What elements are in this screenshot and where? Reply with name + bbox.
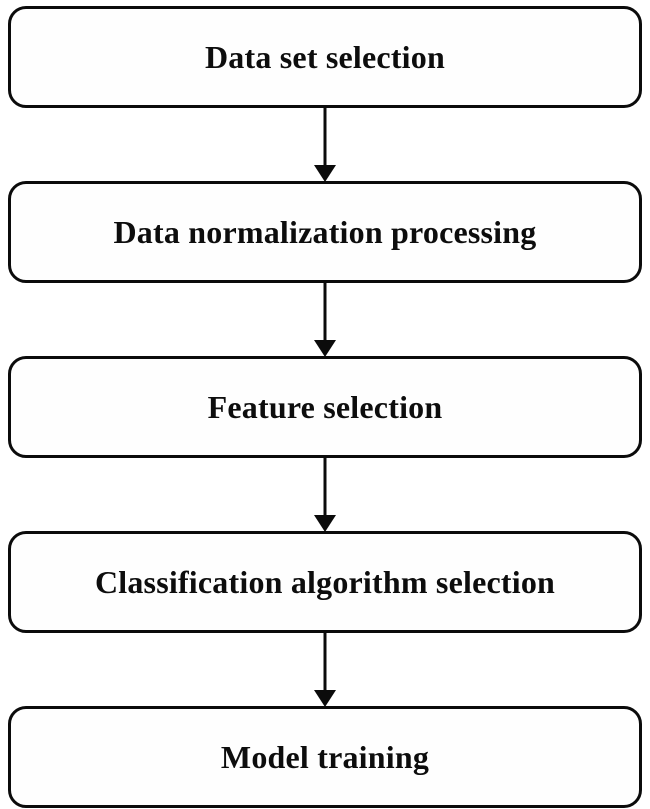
down-arrow-icon: [314, 458, 336, 532]
flow-step-data-set-selection: Data set selection: [8, 6, 642, 108]
down-arrow-icon: [314, 633, 336, 707]
down-arrow-icon: [314, 283, 336, 357]
flow-step-feature-selection: Feature selection: [8, 356, 642, 458]
flow-step-model-training: Model training: [8, 706, 642, 808]
down-arrow-connector-2: [8, 283, 642, 357]
flow-step-label: Classification algorithm selection: [94, 563, 556, 600]
flow-step-data-normalization-processing: Data normalization processing: [8, 181, 642, 283]
flow-step-label: Data set selection: [205, 38, 445, 75]
flow-step-label: Data normalization processing: [113, 213, 537, 250]
down-arrow-connector-1: [8, 108, 642, 182]
flow-step-label: Model training: [220, 738, 430, 775]
flow-step-label: Feature selection: [207, 388, 443, 425]
flow-step-classification-algorithm-selection: Classification algorithm selection: [8, 531, 642, 633]
down-arrow-connector-3: [8, 458, 642, 532]
down-arrow-icon: [314, 108, 336, 182]
down-arrow-connector-4: [8, 633, 642, 707]
